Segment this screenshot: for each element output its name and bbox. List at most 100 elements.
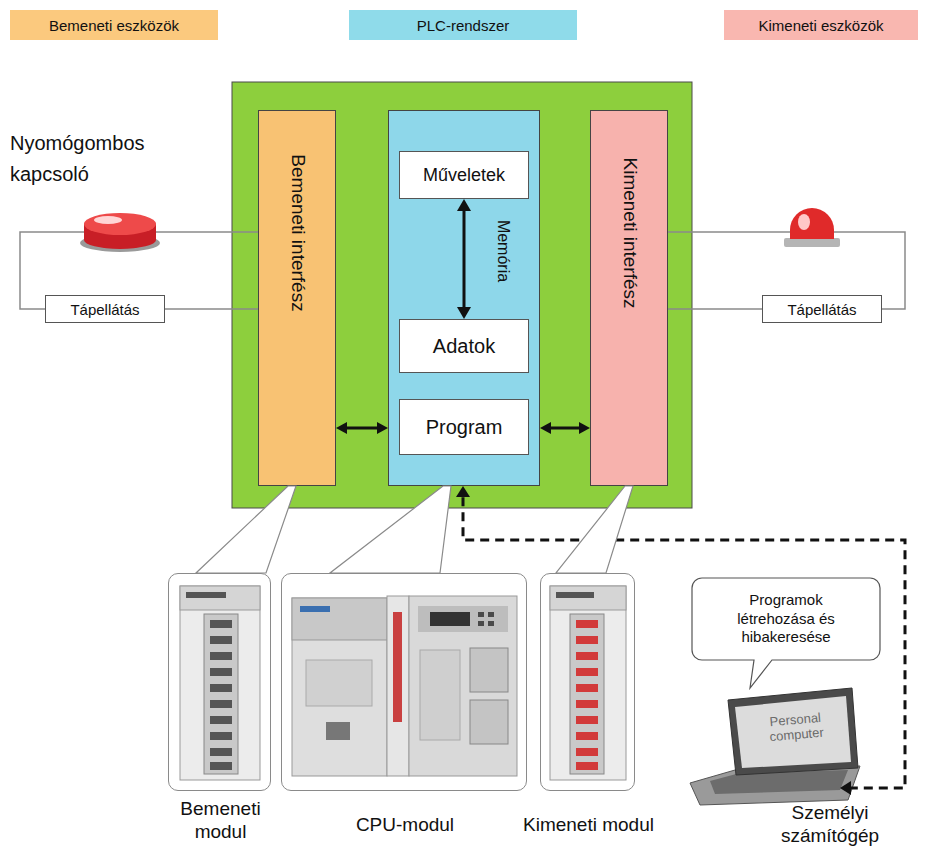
terminal-block (204, 614, 238, 774)
header-box-text: PLC-rendszer (417, 17, 510, 34)
speech-bubble-shape (692, 578, 880, 688)
button-top (84, 213, 156, 235)
terminal (576, 762, 598, 770)
input-interface-band-text: Bemeneti interfész (287, 154, 309, 311)
header-box-text: Kimeneti eszközök (758, 17, 883, 34)
connector (540, 422, 590, 434)
terminal (210, 716, 232, 724)
header-box: Kimeneti eszközök (724, 10, 918, 40)
led (488, 621, 494, 626)
logo-mark (300, 606, 330, 612)
power-unit-top (292, 598, 387, 640)
data-box: Adatok (399, 319, 529, 373)
connector (668, 309, 762, 310)
led (488, 612, 494, 617)
lamp-base (784, 238, 840, 247)
terminal (576, 668, 598, 676)
connector-line (165, 308, 258, 310)
button-body (84, 214, 156, 249)
connector (470, 648, 508, 692)
cpu-top (418, 606, 508, 632)
connector-line (345, 427, 379, 430)
terminal (210, 652, 232, 660)
laptop-screen (735, 696, 851, 768)
header-box-text: Bemeneti eszközök (49, 17, 179, 34)
personal-computer: Személyi számítógép (690, 690, 840, 800)
output-module-frame: Kimeneti modul (540, 573, 635, 791)
program-box: Program (399, 399, 529, 455)
output-module-illustration (550, 586, 626, 780)
terminal-block (570, 614, 604, 774)
power-unit (292, 598, 387, 776)
power-supply-box: Tápellátás (762, 295, 882, 323)
arrowhead (456, 486, 470, 497)
connector (196, 486, 296, 573)
input-interface-band: Bemeneti interfész (258, 110, 336, 486)
terminal (576, 636, 598, 644)
power-supply-box-text: Tápellátás (787, 301, 856, 318)
cpu-slot (393, 612, 402, 722)
cpu-module-frame: CPU-modul (281, 573, 527, 791)
connector (330, 486, 451, 573)
display (430, 612, 470, 626)
arrowhead (840, 781, 851, 795)
cpu-band: MemóriaMűveletekAdatokProgram (388, 110, 540, 486)
terminal (576, 748, 598, 756)
led (478, 621, 484, 626)
terminal (576, 716, 598, 724)
terminal (576, 732, 598, 740)
module-body (180, 586, 260, 780)
terminal (210, 748, 232, 756)
indicator-lamp-symbol (784, 208, 840, 247)
output-interface-band-text: Kimeneti interfész (619, 157, 641, 308)
connector (470, 700, 508, 744)
terminal (576, 684, 598, 692)
callout-wedge (556, 486, 633, 573)
cpu-band-text: Memória (494, 220, 512, 282)
network-port (326, 722, 350, 740)
terminal (576, 652, 598, 660)
personal-computer-text: Személyi számítógép (755, 802, 905, 848)
power-supply-box: Tápellátás (45, 295, 165, 323)
connector (165, 309, 258, 310)
terminal (210, 620, 232, 628)
connector (556, 486, 633, 573)
arrowhead (336, 422, 347, 434)
terminal (210, 732, 232, 740)
module-top (180, 586, 260, 610)
input-module-frame: Bemeneti modul (168, 573, 271, 791)
lamp-dome (790, 208, 834, 239)
terminal (576, 700, 598, 708)
led (478, 612, 484, 617)
callout-wedge (330, 486, 451, 573)
module-top (550, 586, 626, 610)
panel (306, 660, 372, 706)
input-module-illustration (180, 586, 260, 780)
output-module-frame-text: Kimeneti modul (499, 814, 679, 837)
module-body (550, 586, 626, 780)
panel (420, 650, 460, 740)
power-supply-box-text: Tápellátás (70, 301, 139, 318)
cpu-strip (387, 596, 409, 776)
connector (456, 486, 905, 795)
led-row (186, 592, 226, 598)
speech-bubble: Programok létrehozása és hibakeresése (692, 578, 880, 660)
button-highlight (94, 216, 122, 224)
laptop-keyboard (710, 770, 848, 794)
header-box: Bemeneti eszközök (10, 10, 218, 40)
arrowhead (377, 422, 388, 434)
cpu-module-frame-text: CPU-modul (305, 814, 505, 837)
laptop-illustration (690, 688, 860, 805)
terminal (210, 636, 232, 644)
push-button-symbol (80, 213, 160, 252)
connector-line (463, 495, 905, 788)
connector-line (549, 427, 581, 430)
output-interface-band: Kimeneti interfész (590, 110, 668, 486)
header-box: PLC-rendszer (349, 10, 577, 40)
led-row (556, 592, 594, 598)
arrowhead (579, 422, 590, 434)
terminal (210, 762, 232, 770)
laptop-screen-frame (728, 688, 858, 775)
cpu-module-illustration (292, 596, 517, 776)
